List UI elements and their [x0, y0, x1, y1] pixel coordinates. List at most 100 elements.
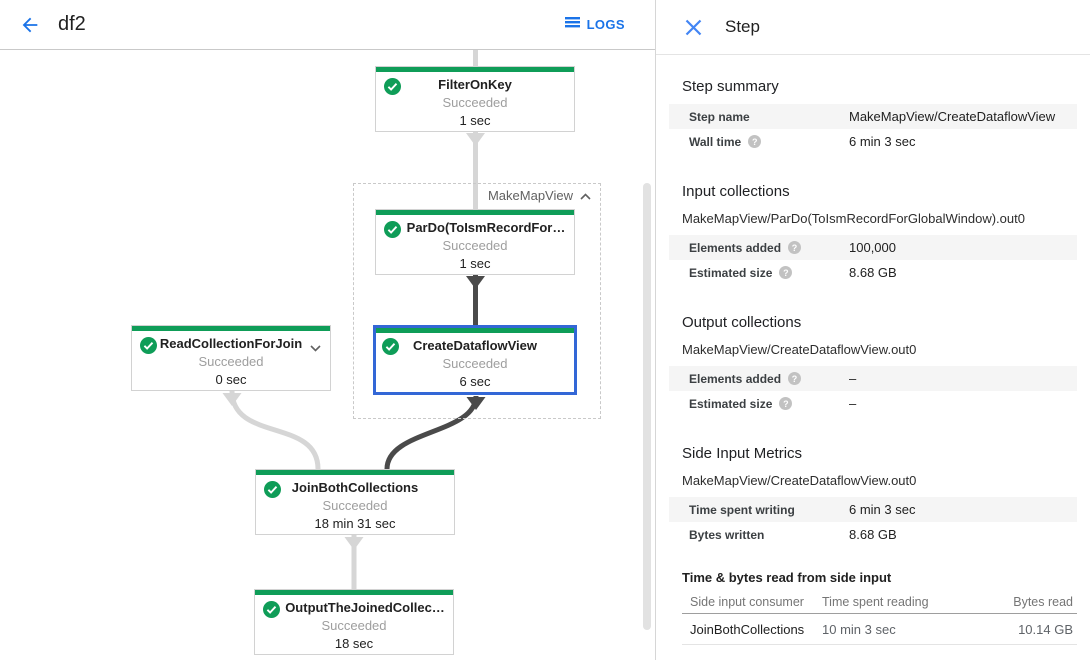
- cell-time-reading: 10 min 3 sec: [822, 621, 896, 637]
- success-check-icon: [264, 481, 281, 498]
- group-makemapview-header[interactable]: MakeMapView: [488, 188, 591, 203]
- group-makemapview: MakeMapView: [353, 183, 601, 419]
- success-check-icon: [140, 337, 157, 354]
- kv-value: 6 min 3 sec: [849, 134, 916, 149]
- node-time: 1 sec: [459, 113, 491, 128]
- node-status: Succeeded: [442, 95, 508, 110]
- kv-value: 8.68 GB: [849, 265, 897, 280]
- arrowhead: [466, 397, 486, 410]
- node-pardo-toismrecord[interactable]: ParDo(ToIsmRecordFor… Succeeded 1 sec: [375, 209, 575, 275]
- kv-row-estimated-size: Estimated size ? 8.68 GB: [669, 260, 1077, 285]
- help-icon[interactable]: ?: [788, 241, 802, 254]
- kv-label: Bytes written: [689, 527, 765, 542]
- node-filteronkey[interactable]: FilterOnKey Succeeded 1 sec: [375, 66, 575, 132]
- graph-scrollbar[interactable]: [643, 183, 651, 630]
- help-icon[interactable]: ?: [748, 135, 762, 148]
- column-header-time-reading: Time spent reading: [822, 595, 929, 609]
- chevron-down-icon[interactable]: [310, 339, 321, 357]
- output-collections-heading: Output collections: [682, 314, 802, 331]
- help-icon[interactable]: ?: [779, 397, 793, 410]
- kv-row-estimated-size: Estimated size ? –: [669, 391, 1077, 416]
- node-readcollectionforjoin[interactable]: ReadCollectionForJoin Succeeded 0 sec: [131, 325, 331, 391]
- table-row: JoinBothCollections 10 min 3 sec 10.14 G…: [682, 614, 1077, 645]
- node-joinbothcollections[interactable]: JoinBothCollections Succeeded 18 min 31 …: [255, 469, 455, 535]
- group-label: MakeMapView: [487, 188, 573, 203]
- node-status-bar: [376, 328, 574, 333]
- node-title: JoinBothCollections: [291, 480, 419, 495]
- kv-label: Estimated size: [689, 265, 773, 280]
- pipeline-canvas[interactable]: MakeMapView FilterOnKey Succeeded 1 sec: [0, 50, 655, 660]
- kv-row-step-name: Step name MakeMapView/CreateDataflowView: [669, 104, 1077, 129]
- node-status: Succeeded: [321, 618, 387, 633]
- node-time: 1 sec: [459, 256, 491, 271]
- node-time: 18 min 31 sec: [314, 516, 396, 531]
- job-title: df2: [58, 13, 86, 35]
- side-input-table-header: Side input consumer Time spent reading B…: [682, 591, 1077, 614]
- column-header-consumer: Side input consumer: [690, 595, 804, 609]
- node-status-bar: [376, 210, 574, 215]
- kv-label: Wall time: [689, 134, 742, 149]
- job-header: df2 LOGS: [0, 0, 655, 50]
- node-status: Succeeded: [198, 354, 264, 369]
- kv-label: Elements added: [689, 371, 782, 386]
- node-title: FilterOnKey: [438, 77, 512, 92]
- node-outputthejoinedcollection[interactable]: OutputTheJoinedCollec… Succeeded 18 sec: [254, 589, 454, 655]
- back-arrow-icon[interactable]: [16, 11, 44, 39]
- kv-row-elements-added: Elements added ? 100,000: [669, 235, 1077, 260]
- kv-value: 100,000: [849, 240, 896, 255]
- kv-row-bytes-written: Bytes written 8.68 GB: [669, 522, 1077, 547]
- input-collections-rows: Elements added ? 100,000 Estimated size …: [669, 235, 1077, 285]
- success-check-icon: [384, 78, 401, 95]
- chevron-up-icon[interactable]: [580, 188, 591, 203]
- step-panel-content: Step summary Step name MakeMapView/Creat…: [656, 55, 1090, 660]
- step-details-panel: Step Step summary Step name MakeMapView/…: [656, 0, 1090, 660]
- side-input-collection-name: MakeMapView/CreateDataflowView.out0: [682, 473, 917, 488]
- graph-panel: df2 LOGS: [0, 0, 656, 660]
- success-check-icon: [263, 601, 280, 618]
- help-icon[interactable]: ?: [788, 372, 802, 385]
- arrowhead: [222, 393, 242, 406]
- success-check-icon: [382, 338, 399, 355]
- close-icon[interactable]: [681, 15, 705, 39]
- side-input-table: Side input consumer Time spent reading B…: [682, 591, 1077, 645]
- kv-value: –: [849, 396, 857, 411]
- side-input-table-heading: Time & bytes read from side input: [682, 570, 892, 585]
- panel-title: Step: [725, 17, 760, 36]
- node-title: ParDo(ToIsmRecordFor…: [406, 220, 566, 235]
- output-collection-name: MakeMapView/CreateDataflowView.out0: [682, 342, 917, 357]
- kv-label: Elements added: [689, 240, 782, 255]
- node-status: Succeeded: [442, 356, 508, 371]
- arrowhead: [466, 276, 485, 289]
- cell-bytes-read: 10.14 GB: [1018, 621, 1073, 637]
- kv-value: 6 min 3 sec: [849, 502, 916, 517]
- pipeline-edges: [222, 50, 486, 589]
- kv-label: Time spent writing: [689, 502, 795, 517]
- logs-label: LOGS: [586, 17, 625, 32]
- step-summary-rows: Step name MakeMapView/CreateDataflowView…: [669, 104, 1077, 154]
- node-title: CreateDataflowView: [412, 338, 538, 353]
- kv-value: MakeMapView/CreateDataflowView: [849, 109, 1056, 124]
- cell-consumer: JoinBothCollections: [690, 621, 805, 637]
- arrowhead: [344, 537, 364, 550]
- side-input-metrics-heading: Side Input Metrics: [682, 445, 803, 462]
- node-title: OutputTheJoinedCollec…: [285, 600, 445, 615]
- kv-label: Step name: [689, 109, 750, 124]
- step-panel-header: Step: [656, 0, 1090, 55]
- kv-row-elements-added: Elements added ? –: [669, 366, 1077, 391]
- input-collections-heading: Input collections: [682, 183, 790, 200]
- node-title: ReadCollectionForJoin: [159, 336, 303, 351]
- node-time: 6 sec: [459, 374, 491, 389]
- edge-read-join: [229, 390, 321, 470]
- node-createdataflowview[interactable]: CreateDataflowView Succeeded 6 sec: [373, 325, 577, 395]
- edge-create-join: [384, 395, 479, 470]
- node-time: 18 sec: [334, 636, 374, 651]
- logs-button[interactable]: LOGS: [564, 16, 625, 34]
- kv-value: 8.68 GB: [849, 527, 897, 542]
- arrowhead: [466, 133, 485, 146]
- side-input-metrics-rows: Time spent writing 6 min 3 sec Bytes wri…: [669, 497, 1077, 547]
- help-icon[interactable]: ?: [779, 266, 793, 279]
- node-status-bar: [132, 326, 330, 331]
- node-time: 0 sec: [215, 372, 247, 387]
- kv-value: –: [849, 371, 857, 386]
